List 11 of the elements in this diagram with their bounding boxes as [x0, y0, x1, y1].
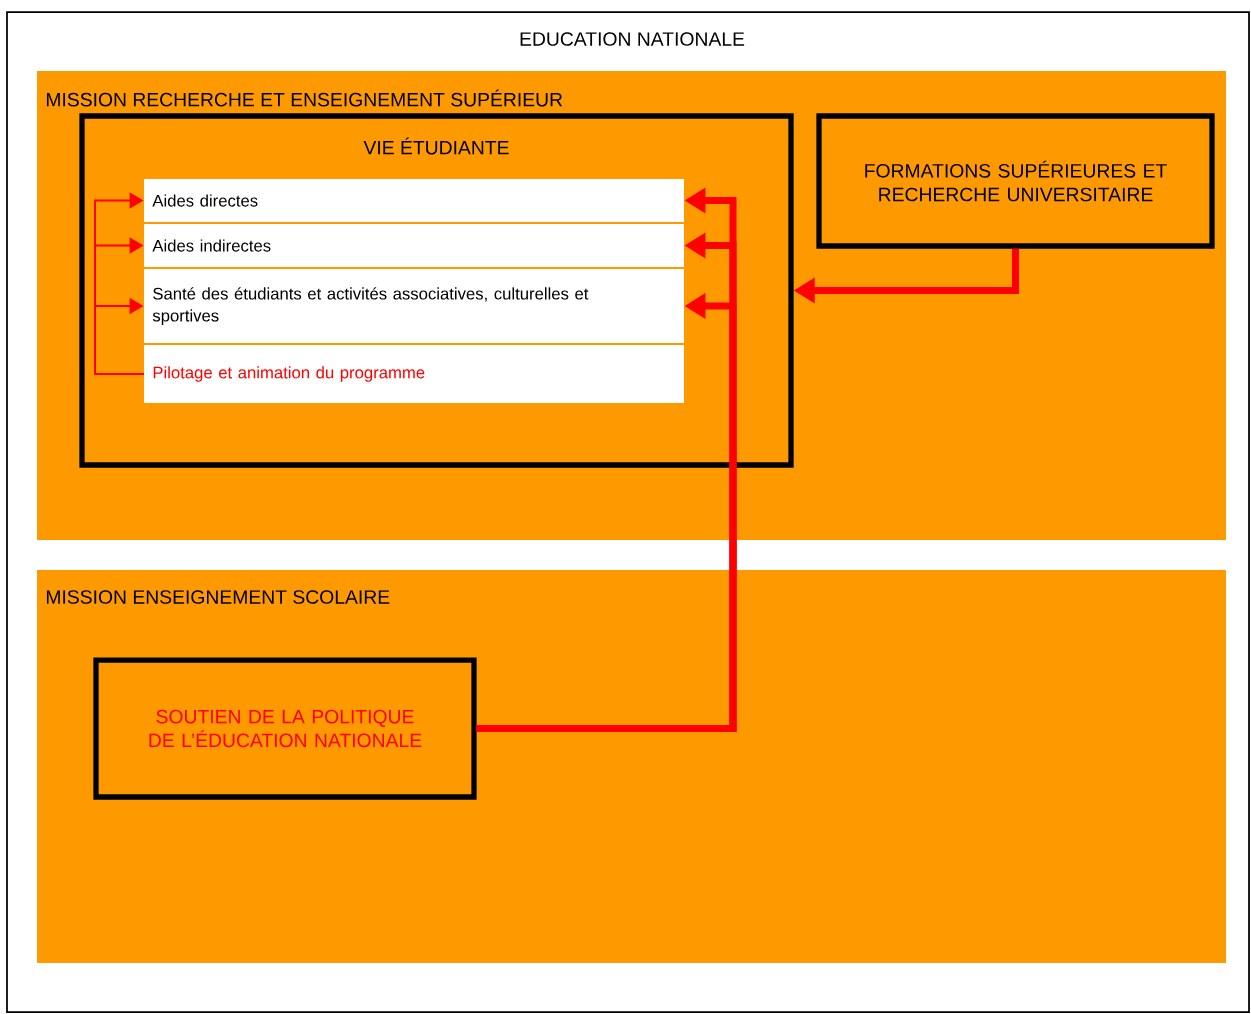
node-label: Santé des étudiants et activités associatives, culturelles et sportives — [152, 287, 589, 325]
node-label: Aides indirectes — [152, 239, 271, 252]
action-row: Aides directes — [144, 179, 684, 222]
node-label: Pilotage et animation du programme — [153, 366, 425, 382]
program-box: SOUTIEN DE LA POLITIQUE DE L’ÉDUCATION NATIONALE — [93, 657, 477, 800]
node-label: Aides directes — [152, 194, 258, 207]
arrow — [94, 297, 145, 375]
program-box: FORMATIONS SUPÉRIEURES ET RECHERCHE UNIVERSITAIRE — [816, 113, 1215, 249]
action-row: Santé des étudiants et activités associatives, culturelles et sportives — [144, 269, 684, 343]
action-row: Pilotage et animation du programme — [144, 345, 684, 403]
action-row: Aides indirectes — [144, 224, 684, 267]
